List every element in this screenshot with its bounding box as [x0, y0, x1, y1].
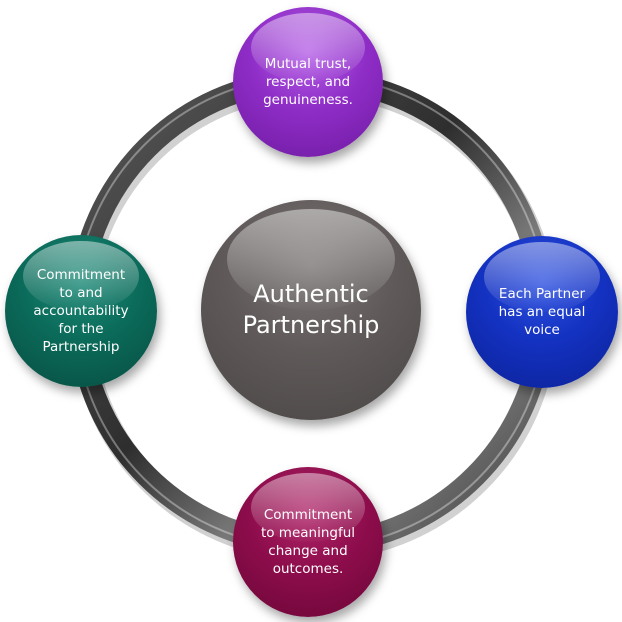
left-node: Commitment to and accountability for the…	[5, 235, 157, 387]
bottom-label: Commitment to meaningful change and outc…	[260, 507, 356, 577]
right-node: Each Partner has an equal voice	[466, 236, 618, 388]
center-label: Authentic Partnership	[242, 280, 380, 339]
left-label: Commitment to and accountability for the…	[33, 267, 129, 355]
bottom-node: Commitment to meaningful change and outc…	[233, 467, 383, 617]
top-node: Mutual trust, respect, and genuineness.	[233, 7, 383, 157]
right-label: Each Partner has an equal voice	[498, 286, 586, 338]
center-node: Authentic Partnership	[201, 200, 421, 420]
top-label: Mutual trust, respect, and genuineness.	[263, 56, 353, 108]
